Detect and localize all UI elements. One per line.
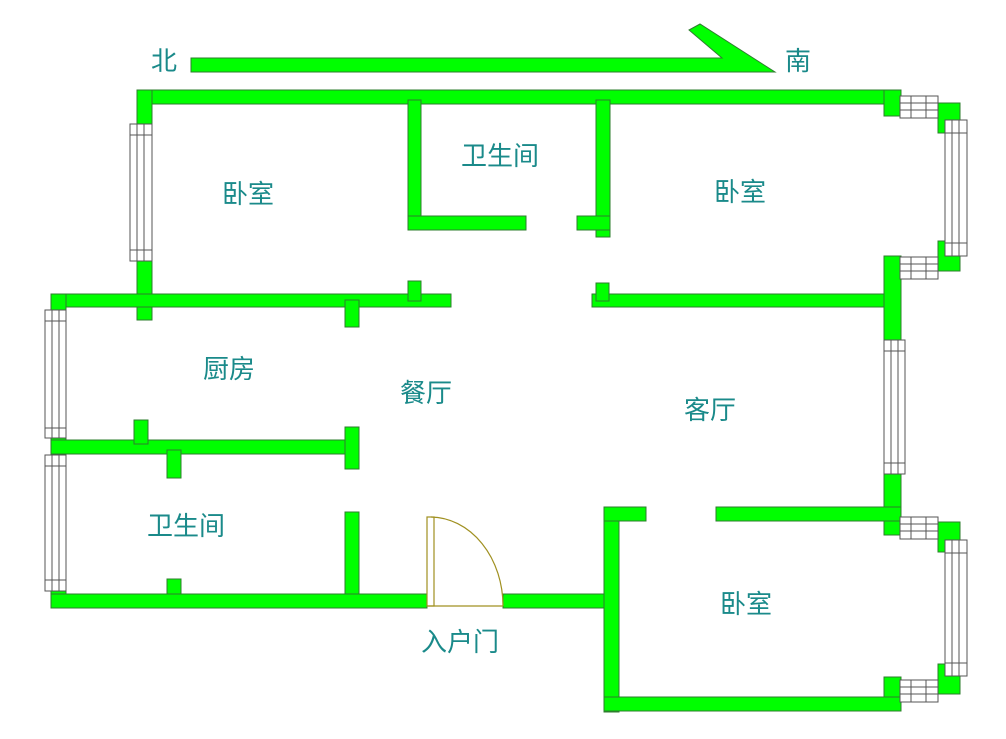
wall-stub-3: [595, 282, 610, 302]
wall-bath-top-right: [595, 99, 611, 238]
wall-bedroom-se-top-right: [715, 506, 902, 522]
wall-bedroom-se-bottom: [603, 696, 902, 712]
wall-left-upper-2: [136, 252, 153, 321]
window-bay-se-icon: [899, 516, 968, 703]
wall-mid-left: [50, 293, 452, 308]
room-label-bedroom-nw: 卧室: [222, 180, 274, 210]
compass-north-label: 北: [151, 47, 177, 77]
wall-bottom-mid: [502, 593, 619, 609]
wall-right-step-1: [883, 255, 902, 342]
wall-stub-6: [166, 449, 182, 479]
wall-right-step-2: [883, 471, 902, 536]
room-label-living: 客厅: [684, 396, 736, 426]
window-west-bath-icon: [44, 454, 67, 592]
room-label-dining: 餐厅: [400, 379, 452, 409]
wall-top: [136, 89, 902, 105]
wall-bath-top-left: [407, 99, 422, 231]
north-south-arrow-icon: [190, 23, 777, 73]
room-label-bedroom-ne: 卧室: [714, 178, 766, 208]
window-east-living-icon: [883, 339, 906, 475]
wall-stub-2: [344, 299, 360, 328]
window-bay-ne-icon: [899, 95, 968, 280]
entrance-label: 入户门: [421, 628, 499, 658]
wall-bath-top-bottom-left: [407, 215, 527, 231]
wall-bath-top-bottom-right: [576, 215, 611, 231]
wall-stub-4: [133, 419, 149, 445]
wall-kitchen-bottom: [50, 439, 360, 455]
room-label-bathroom-sw: 卫生间: [147, 512, 225, 542]
wall-stub-1: [407, 280, 422, 302]
window-west-bedroom-icon: [129, 123, 153, 262]
wall-bedroom-se-left: [603, 506, 620, 713]
room-label-bedroom-se: 卧室: [720, 590, 772, 620]
wall-bedroom-se-top-left: [603, 506, 647, 522]
wall-bottom-left: [50, 593, 428, 609]
compass-south-label: 南: [785, 47, 811, 77]
wall-stub-5: [344, 426, 360, 470]
wall-mid-right: [591, 293, 899, 308]
windows: [44, 95, 968, 703]
room-label-kitchen: 厨房: [203, 355, 255, 385]
window-west-kitchen-icon: [44, 309, 67, 439]
entrance-door-icon: [426, 516, 504, 607]
room-label-bathroom-top: 卫生间: [461, 142, 539, 172]
wall-bath-sw-right: [344, 511, 360, 607]
walls: [50, 89, 961, 713]
wall-right-top: [883, 89, 902, 117]
